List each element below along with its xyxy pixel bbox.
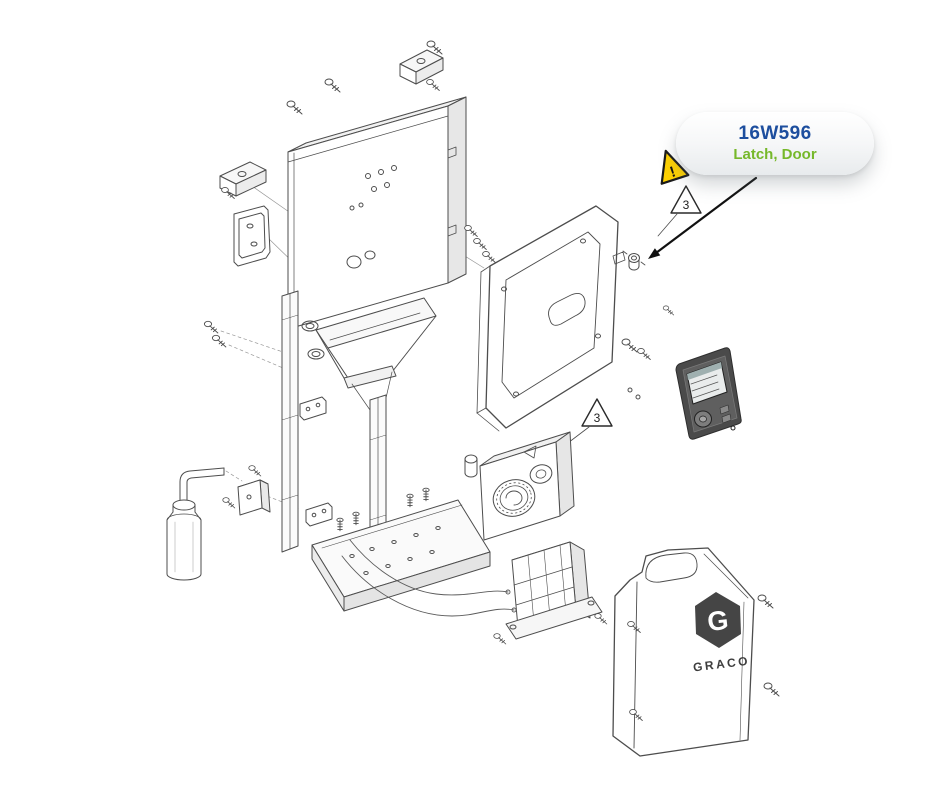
callout-arrow [648,176,758,259]
hinge-screws [464,225,496,263]
display-module [675,347,742,440]
bolt-icon [406,493,414,508]
electrical-enclosure [287,96,467,330]
platform-holes [349,526,441,575]
enclosure-top-screws [286,78,341,115]
suction-tube [179,467,225,505]
screw-icon [493,633,507,645]
screw-icon [662,305,675,316]
bolt-icon [352,511,360,526]
transformer [493,541,608,645]
fluid-bottle [166,499,202,581]
note-number: 3 [594,411,601,425]
screw-icon [464,225,478,237]
screw-icon [211,334,227,348]
screw-icon [757,594,774,609]
bottle-assembly [166,465,271,581]
screw-icon [482,251,496,263]
screw-icon [621,338,638,353]
cables [341,539,517,617]
screw-icon [324,78,341,93]
door-latch[interactable] [622,250,646,271]
screw-icon [222,497,236,509]
part-number[interactable]: 16W596 [738,123,812,145]
screw-icon [473,238,487,250]
graco-wordmark: GRACO [692,654,750,675]
bracket-top [399,40,444,91]
note-number: 3 [683,198,690,212]
bottle-bracket [222,465,271,516]
frame-screws-left [203,320,227,348]
door-screws [621,305,675,400]
capacitor [464,454,478,478]
latch-plate [233,205,271,267]
part-callout[interactable]: 16W596 Latch, Door [676,112,874,175]
screw-icon [203,320,219,334]
note-triangle-1: 3 [657,185,702,237]
screw-icon [286,100,303,115]
front-cover: G GRACO [612,547,780,757]
screw-icon [637,348,651,360]
bolt-icon [336,517,344,532]
warning-symbol: ! [668,163,678,181]
screw-icon [426,79,440,91]
door-panel [476,205,626,432]
frame-stand [281,290,491,612]
part-name: Latch, Door [733,146,817,164]
bracket-left [219,161,267,199]
screw-icon [763,682,780,697]
enclosure-holes [349,165,397,211]
warning-icon: ! [660,149,690,185]
screw-icon [594,613,608,625]
graco-logo-letter: G [706,605,730,637]
graco-logo: G [695,592,741,648]
fan-assembly [464,431,575,541]
bolt-icon [422,487,430,502]
screw-icon [248,465,262,477]
